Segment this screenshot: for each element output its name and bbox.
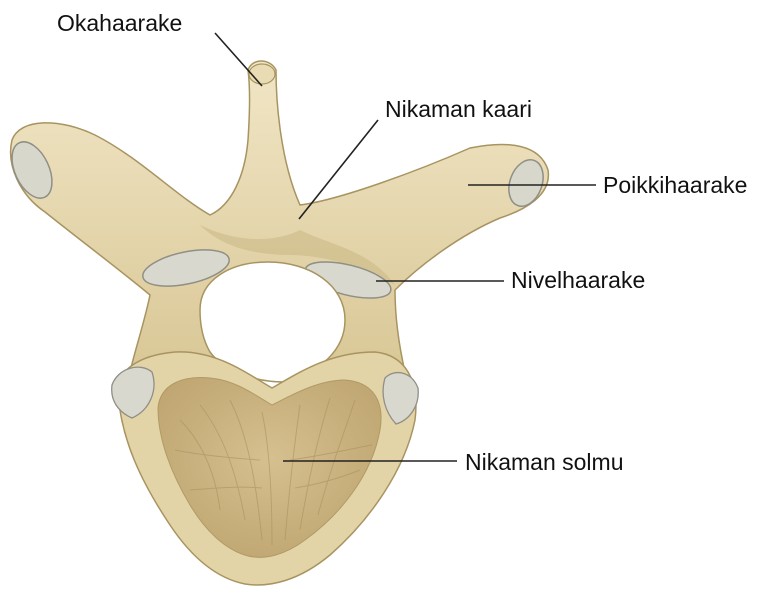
- label-spinous-process: Okahaarake: [57, 12, 182, 35]
- label-articular-process: Nivelhaarake: [511, 269, 645, 292]
- spinous-process-tip: [249, 64, 275, 84]
- label-transverse-process: Poikkihaarake: [603, 174, 747, 197]
- leader-okahaarake: [215, 33, 262, 86]
- label-vertebral-arch: Nikaman kaari: [385, 98, 532, 121]
- label-vertebral-body: Nikaman solmu: [465, 451, 624, 474]
